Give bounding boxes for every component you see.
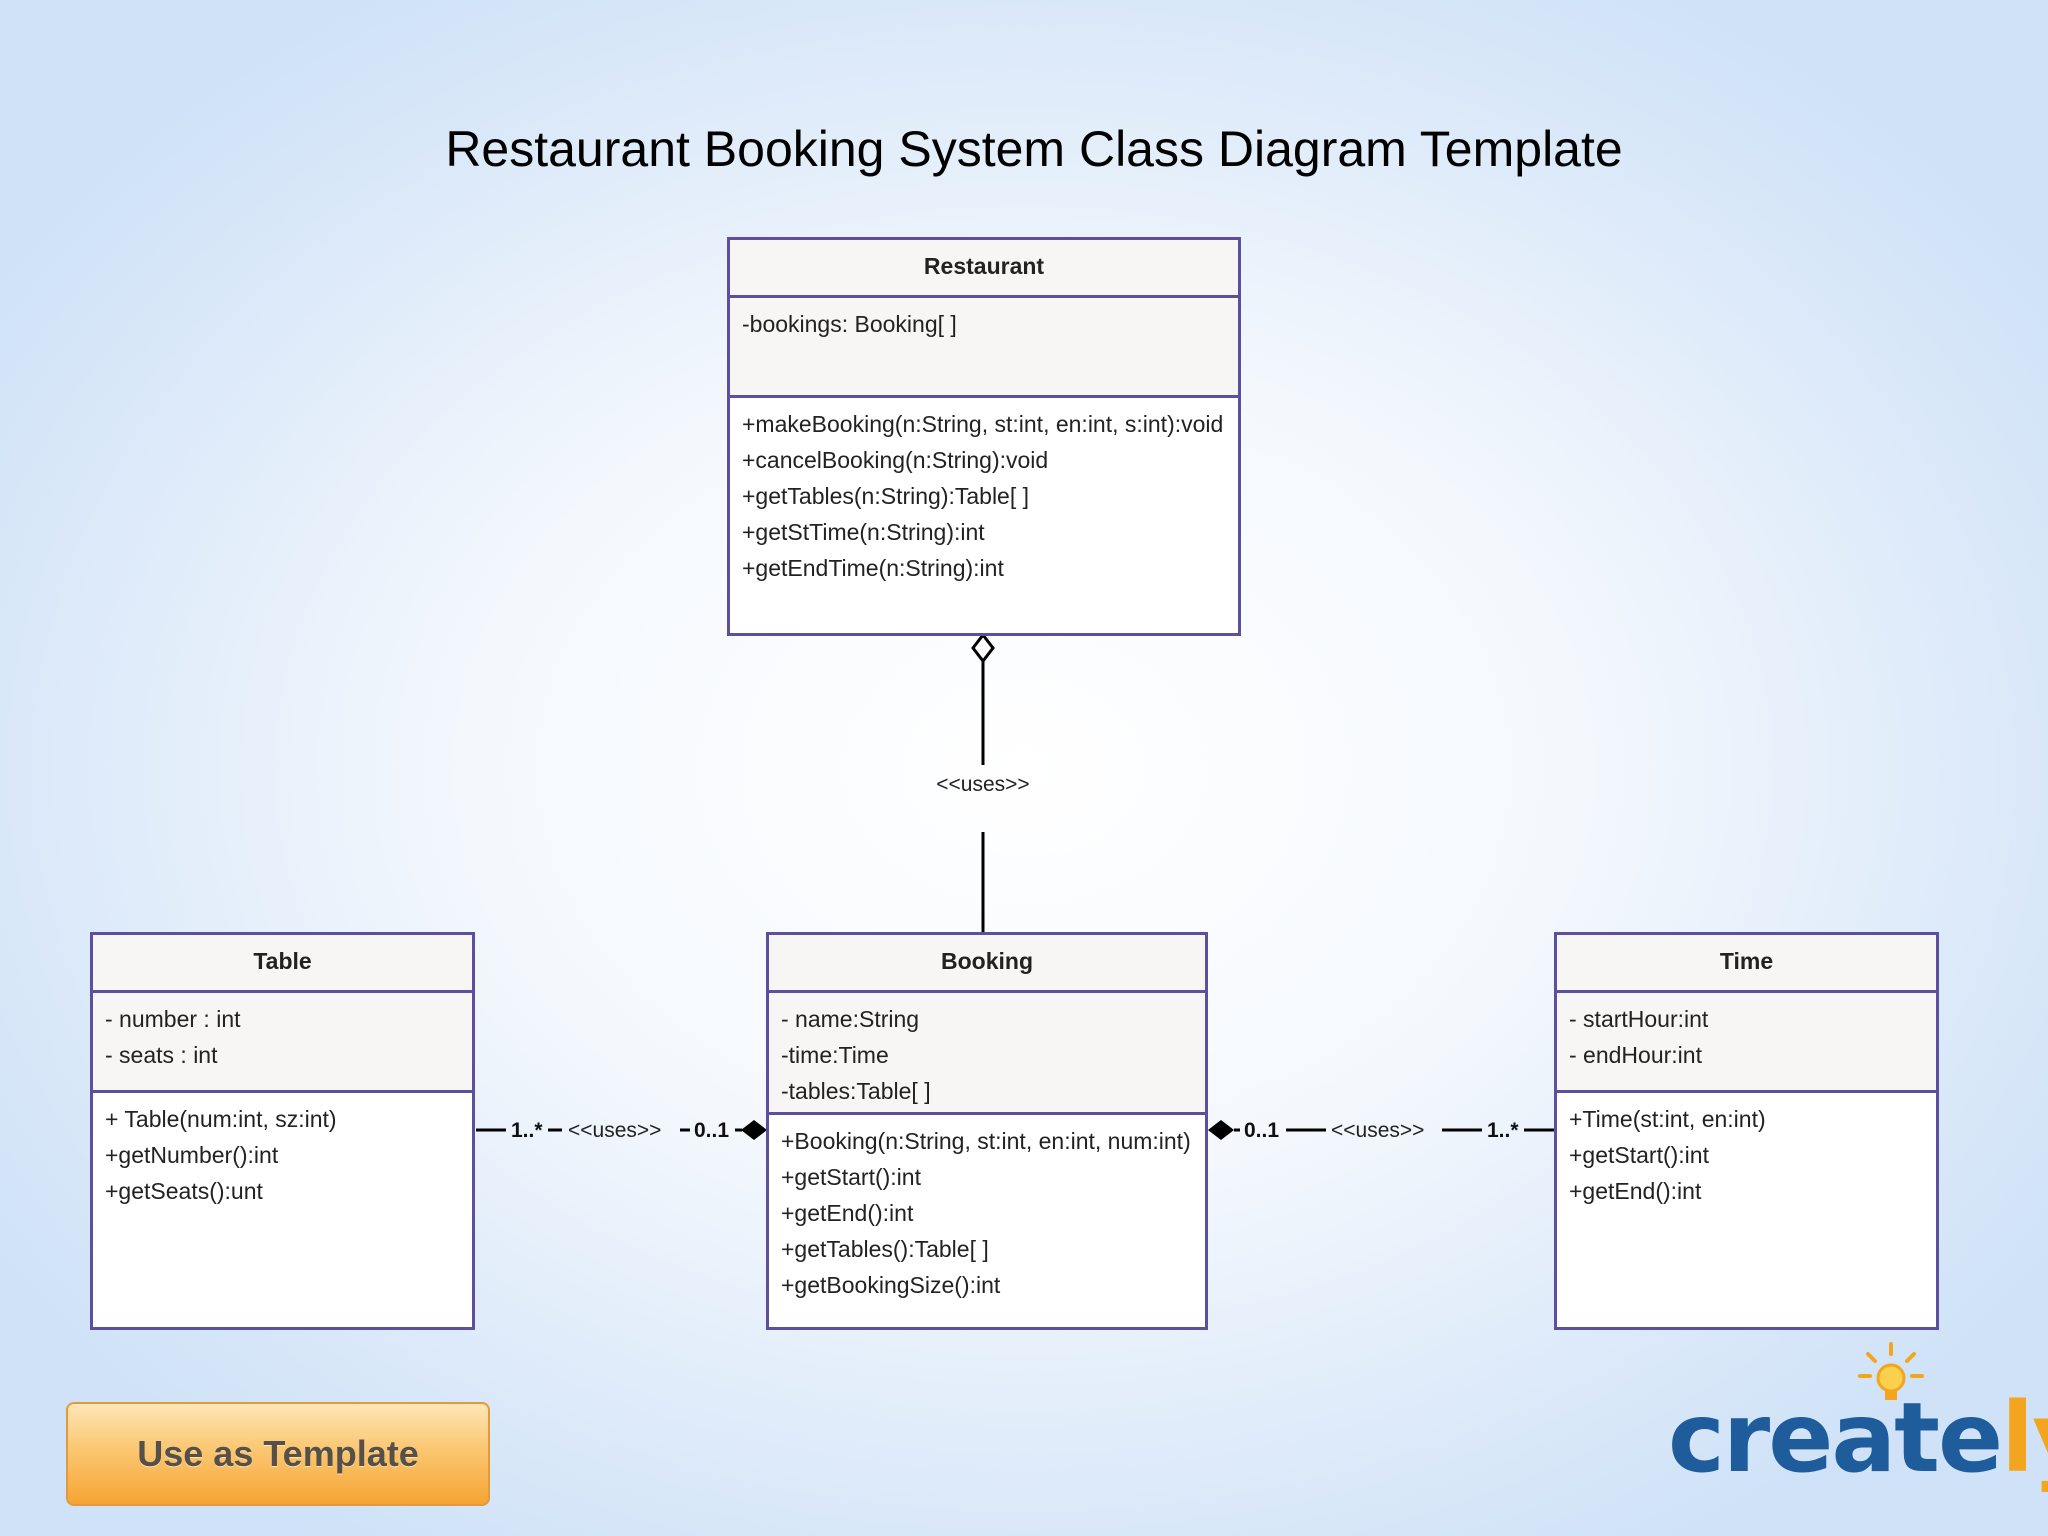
class-attributes: - name:String -time:Time -tables:Table[ … <box>769 993 1205 1115</box>
operation: +getSeats():unt <box>105 1178 263 1204</box>
operation: +getTables():Table[ ] <box>781 1236 989 1262</box>
class-name: Booking <box>769 935 1205 993</box>
attribute: -time:Time <box>781 1042 889 1068</box>
class-attributes: - startHour:int - endHour:int <box>1557 993 1936 1093</box>
attribute: -bookings: Booking[ ] <box>742 311 957 337</box>
class-name: Table <box>93 935 472 993</box>
class-restaurant[interactable]: Restaurant -bookings: Booking[ ] +makeBo… <box>727 237 1241 636</box>
class-time[interactable]: Time - startHour:int - endHour:int +Time… <box>1554 932 1939 1330</box>
operation: +getEnd():int <box>1569 1178 1702 1204</box>
creately-logo[interactable]: creately <box>1668 1340 2048 1520</box>
restaurant-booking-label: <<uses>> <box>936 773 1029 796</box>
operation: +getStTime(n:String):int <box>742 519 985 545</box>
operation: +getEnd():int <box>781 1200 914 1226</box>
attribute: - name:String <box>781 1006 920 1032</box>
class-table[interactable]: Table - number : int - seats : int + Tab… <box>90 932 475 1330</box>
lightbulb-icon <box>1858 1342 1924 1400</box>
class-attributes: - number : int - seats : int <box>93 993 472 1093</box>
class-operations: + Table(num:int, sz:int) +getNumber():in… <box>93 1093 472 1209</box>
operation: +Booking(n:String, st:int, en:int, num:i… <box>781 1128 1191 1154</box>
booking-time-label: <<uses>> <box>1331 1119 1424 1142</box>
mult-booking-right: 0..1 <box>1244 1119 1279 1142</box>
class-operations: +Booking(n:String, st:int, en:int, num:i… <box>769 1115 1205 1303</box>
mult-booking-left: 0..1 <box>694 1119 729 1142</box>
class-name: Restaurant <box>730 240 1238 298</box>
attribute: - number : int <box>105 1006 241 1032</box>
table-booking-label: <<uses>> <box>568 1119 661 1142</box>
aggregation-diamond <box>971 632 995 664</box>
attribute: -tables:Table[ ] <box>781 1078 931 1104</box>
class-name: Time <box>1557 935 1936 993</box>
mult-table: 1..* <box>511 1119 543 1142</box>
operation: +Time(st:int, en:int) <box>1569 1106 1766 1132</box>
operation: +getStart():int <box>781 1164 921 1190</box>
page-title: Restaurant Booking System Class Diagram … <box>445 121 1623 177</box>
operation: + Table(num:int, sz:int) <box>105 1106 337 1132</box>
operation: +getTables(n:String):Table[ ] <box>742 483 1030 509</box>
operation: +getBookingSize():int <box>781 1272 1001 1298</box>
logo-wordmark: creately <box>1668 1382 2048 1494</box>
operation: +getNumber():int <box>105 1142 279 1168</box>
class-booking[interactable]: Booking - name:String -time:Time -tables… <box>766 932 1208 1330</box>
use-as-template-button[interactable]: Use as Template <box>66 1402 490 1506</box>
operation: +makeBooking(n:String, st:int, en:int, s… <box>742 411 1224 437</box>
composition-diamond-right <box>1208 1120 1234 1140</box>
class-operations: +makeBooking(n:String, st:int, en:int, s… <box>730 398 1238 586</box>
composition-diamond-left <box>741 1120 767 1140</box>
operation: +cancelBooking(n:String):void <box>742 447 1049 473</box>
mult-time: 1..* <box>1487 1119 1519 1142</box>
attribute: - seats : int <box>105 1042 218 1068</box>
attribute: - startHour:int <box>1569 1006 1709 1032</box>
class-operations: +Time(st:int, en:int) +getStart():int +g… <box>1557 1093 1936 1209</box>
operation: +getStart():int <box>1569 1142 1709 1168</box>
operation: +getEndTime(n:String):int <box>742 555 1004 581</box>
class-attributes: -bookings: Booking[ ] <box>730 298 1238 398</box>
attribute: - endHour:int <box>1569 1042 1702 1068</box>
